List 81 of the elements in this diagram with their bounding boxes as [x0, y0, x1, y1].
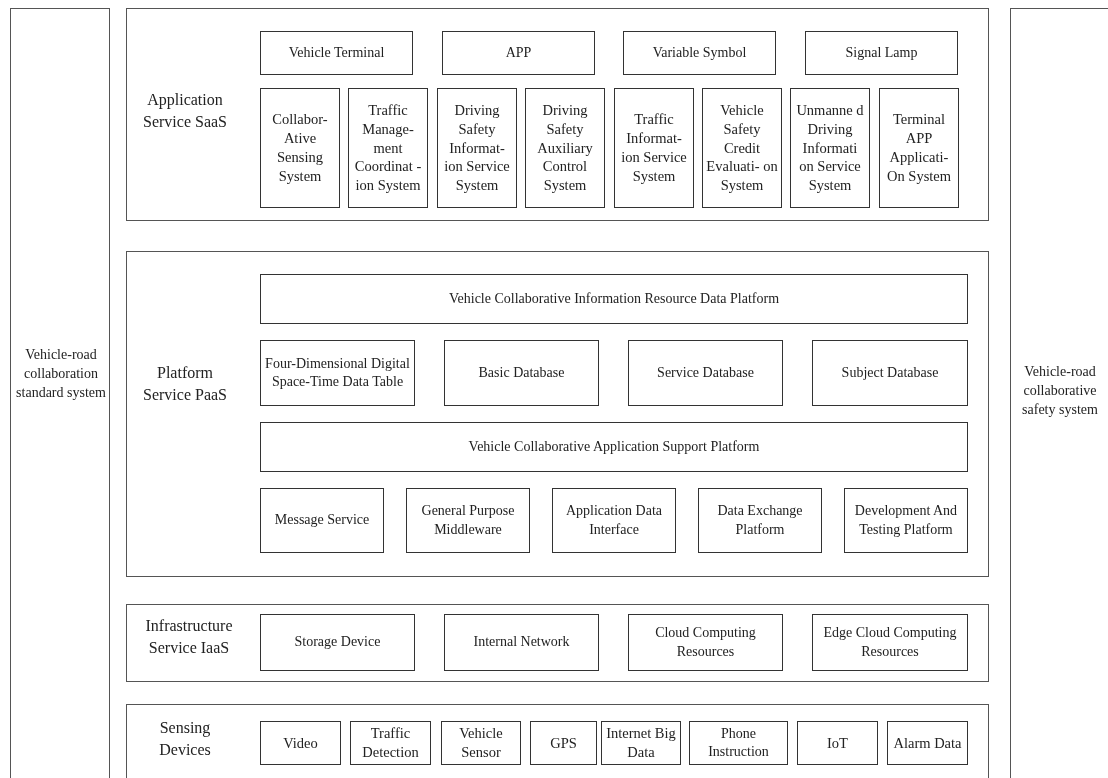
layer-heading: Infrastructure Service IaaS [144, 616, 234, 658]
component-box [812, 614, 968, 671]
box-label: Traffic Manage- ment Coordinat -ion System [353, 100, 423, 196]
component-box [260, 488, 384, 553]
component-box [879, 88, 959, 208]
component-box [260, 88, 340, 208]
box-label: Video [282, 733, 319, 753]
component-box [552, 488, 676, 553]
component-box [260, 31, 413, 75]
box-label: Data Exchange Platform [716, 502, 804, 539]
box-label: Unmanne d Driving Informati on Service System [795, 100, 865, 196]
component-box [790, 88, 870, 208]
component-box [437, 88, 517, 208]
box-label: Service Database [656, 363, 755, 382]
component-box [887, 721, 968, 765]
component-box [348, 88, 428, 208]
box-label: General Purpose Middleware [420, 502, 516, 539]
component-box [530, 721, 597, 765]
box-label: Vehicle Collaborative Information Resource Data Platform [447, 289, 781, 308]
layer-panel [126, 8, 989, 221]
box-label: Traffic Informat- ion Service System [620, 110, 688, 186]
component-box [844, 488, 968, 553]
layer-heading: Platform Service PaaS [142, 363, 228, 405]
component-box [260, 614, 415, 671]
component-box [260, 340, 415, 406]
box-label: Vehicle Terminal [287, 43, 386, 62]
component-box [444, 614, 599, 671]
box-label: Variable Symbol [651, 43, 748, 62]
box-label: APP [504, 43, 533, 62]
box-label: Driving Safety Informat- ion Service System [443, 100, 511, 196]
component-box [260, 721, 341, 765]
box-label: IoT [826, 733, 849, 753]
component-box [260, 422, 968, 472]
box-label: Terminal APP Applicati- On System [885, 110, 952, 186]
component-box [260, 274, 968, 324]
box-label: Driving Safety Auxiliary Control System [536, 100, 594, 196]
box-label: GPS [549, 733, 578, 753]
box-label: Alarm Data [892, 733, 963, 753]
layer-heading: Sensing Devices [158, 718, 212, 760]
box-label: Edge Cloud Computing Resources [822, 624, 958, 661]
box-label: Phone Instruction [707, 724, 770, 761]
component-box [614, 88, 694, 208]
box-label: Basic Database [477, 363, 566, 382]
component-box [442, 31, 595, 75]
component-box [444, 340, 599, 406]
component-box [805, 31, 958, 75]
component-box [406, 488, 530, 553]
box-label: Vehicle Sensor [458, 724, 504, 762]
box-label: Cloud Computing Resources [654, 624, 757, 661]
layer-heading: Application Service SaaS [142, 90, 228, 132]
box-label: Internal Network [472, 633, 571, 652]
component-box [689, 721, 788, 765]
column-label: Vehicle-road collaboration standard system [15, 346, 107, 402]
component-box [702, 88, 782, 208]
box-label: Signal Lamp [844, 43, 919, 62]
component-box [628, 340, 783, 406]
component-box [525, 88, 605, 208]
side-column-box [10, 8, 110, 778]
box-label: Vehicle Collaborative Application Support Platform [467, 437, 761, 456]
component-box [797, 721, 878, 765]
box-label: Application Data Interface [565, 502, 663, 539]
box-label: Message Service [273, 511, 371, 530]
box-label: Development And Testing Platform [853, 502, 959, 539]
box-label: Traffic Detection [361, 724, 420, 762]
component-box [441, 721, 521, 765]
box-label: Internet Big Data [605, 724, 677, 762]
box-label: Four-Dimensional Digital Space-Time Data Table [264, 354, 411, 391]
box-label: Collabor- Ative Sensing System [271, 110, 329, 186]
component-box [350, 721, 431, 765]
component-box [698, 488, 822, 553]
side-column-box [1010, 8, 1108, 778]
layer-panel [126, 704, 989, 778]
box-label: Subject Database [840, 363, 940, 382]
component-box [812, 340, 968, 406]
component-box [623, 31, 776, 75]
layer-panel [126, 604, 989, 682]
layer-panel [126, 251, 989, 577]
box-label: Vehicle Safety Credit Evaluati- on System [705, 100, 779, 196]
component-box [628, 614, 783, 671]
column-label: Vehicle-road collaborative safety system [1021, 363, 1099, 419]
box-label: Storage Device [293, 633, 382, 652]
